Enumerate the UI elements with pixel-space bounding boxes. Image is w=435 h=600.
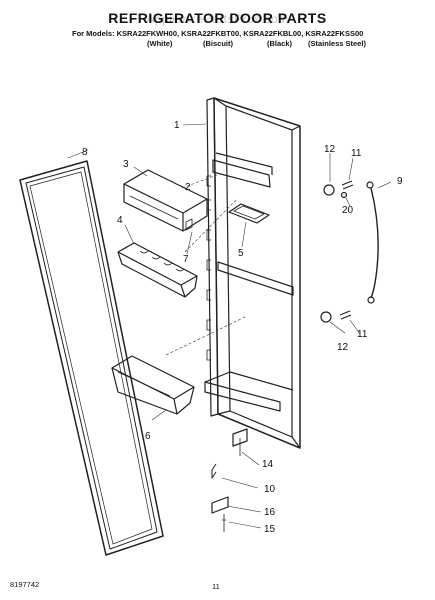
- callout-8: 8: [82, 147, 88, 158]
- screw-lower: [339, 310, 352, 320]
- watermark: AppliancePartsPros.com: [146, 12, 289, 26]
- color-stainless: (Stainless Steel): [308, 39, 366, 48]
- callout-4: 4: [117, 215, 123, 226]
- screw-upper: [341, 180, 354, 190]
- callout-12-upper: 12: [324, 144, 336, 155]
- egg-tray: [117, 242, 198, 298]
- fastener-20: [340, 191, 348, 199]
- plug-upper: [323, 184, 335, 196]
- page-title: REFRIGERATOR DOOR PARTS: [108, 10, 327, 26]
- callout-14: 14: [262, 459, 274, 470]
- callout-11-upper: 11: [351, 148, 362, 159]
- callout-20: 20: [342, 205, 354, 216]
- door-liner: [204, 97, 301, 449]
- color-black: (Black): [267, 39, 293, 48]
- callout-6: 6: [145, 431, 151, 442]
- callout-11-lower: 11: [357, 329, 368, 340]
- callout-16: 16: [264, 507, 276, 518]
- leader-lines: [67, 123, 392, 529]
- plug-lower: [320, 311, 332, 323]
- dairy-compartment: [123, 169, 208, 232]
- callout-3: 3: [123, 159, 129, 170]
- callout-1: 1: [174, 120, 180, 131]
- color-white: (White): [147, 39, 173, 48]
- part-number: 8197742: [10, 580, 40, 589]
- color-biscuit: (Biscuit): [203, 39, 233, 48]
- utility-bin: [228, 203, 270, 224]
- door-strap: [366, 181, 379, 304]
- callout-12-lower: 12: [337, 342, 349, 353]
- door-bin: [111, 355, 195, 415]
- models-line: For Models: KSRA22FKWH00, KSRA22FKBT00, …: [72, 29, 364, 38]
- callout-2: 2: [185, 182, 191, 193]
- callout-9: 9: [397, 176, 403, 187]
- door-gasket: [19, 160, 164, 556]
- callout-10: 10: [264, 484, 276, 495]
- hinge-assembly: [211, 428, 248, 532]
- page-number: 11: [212, 582, 220, 591]
- callout-5: 5: [238, 248, 244, 259]
- callout-15: 15: [264, 524, 276, 535]
- callout-7: 7: [183, 254, 189, 265]
